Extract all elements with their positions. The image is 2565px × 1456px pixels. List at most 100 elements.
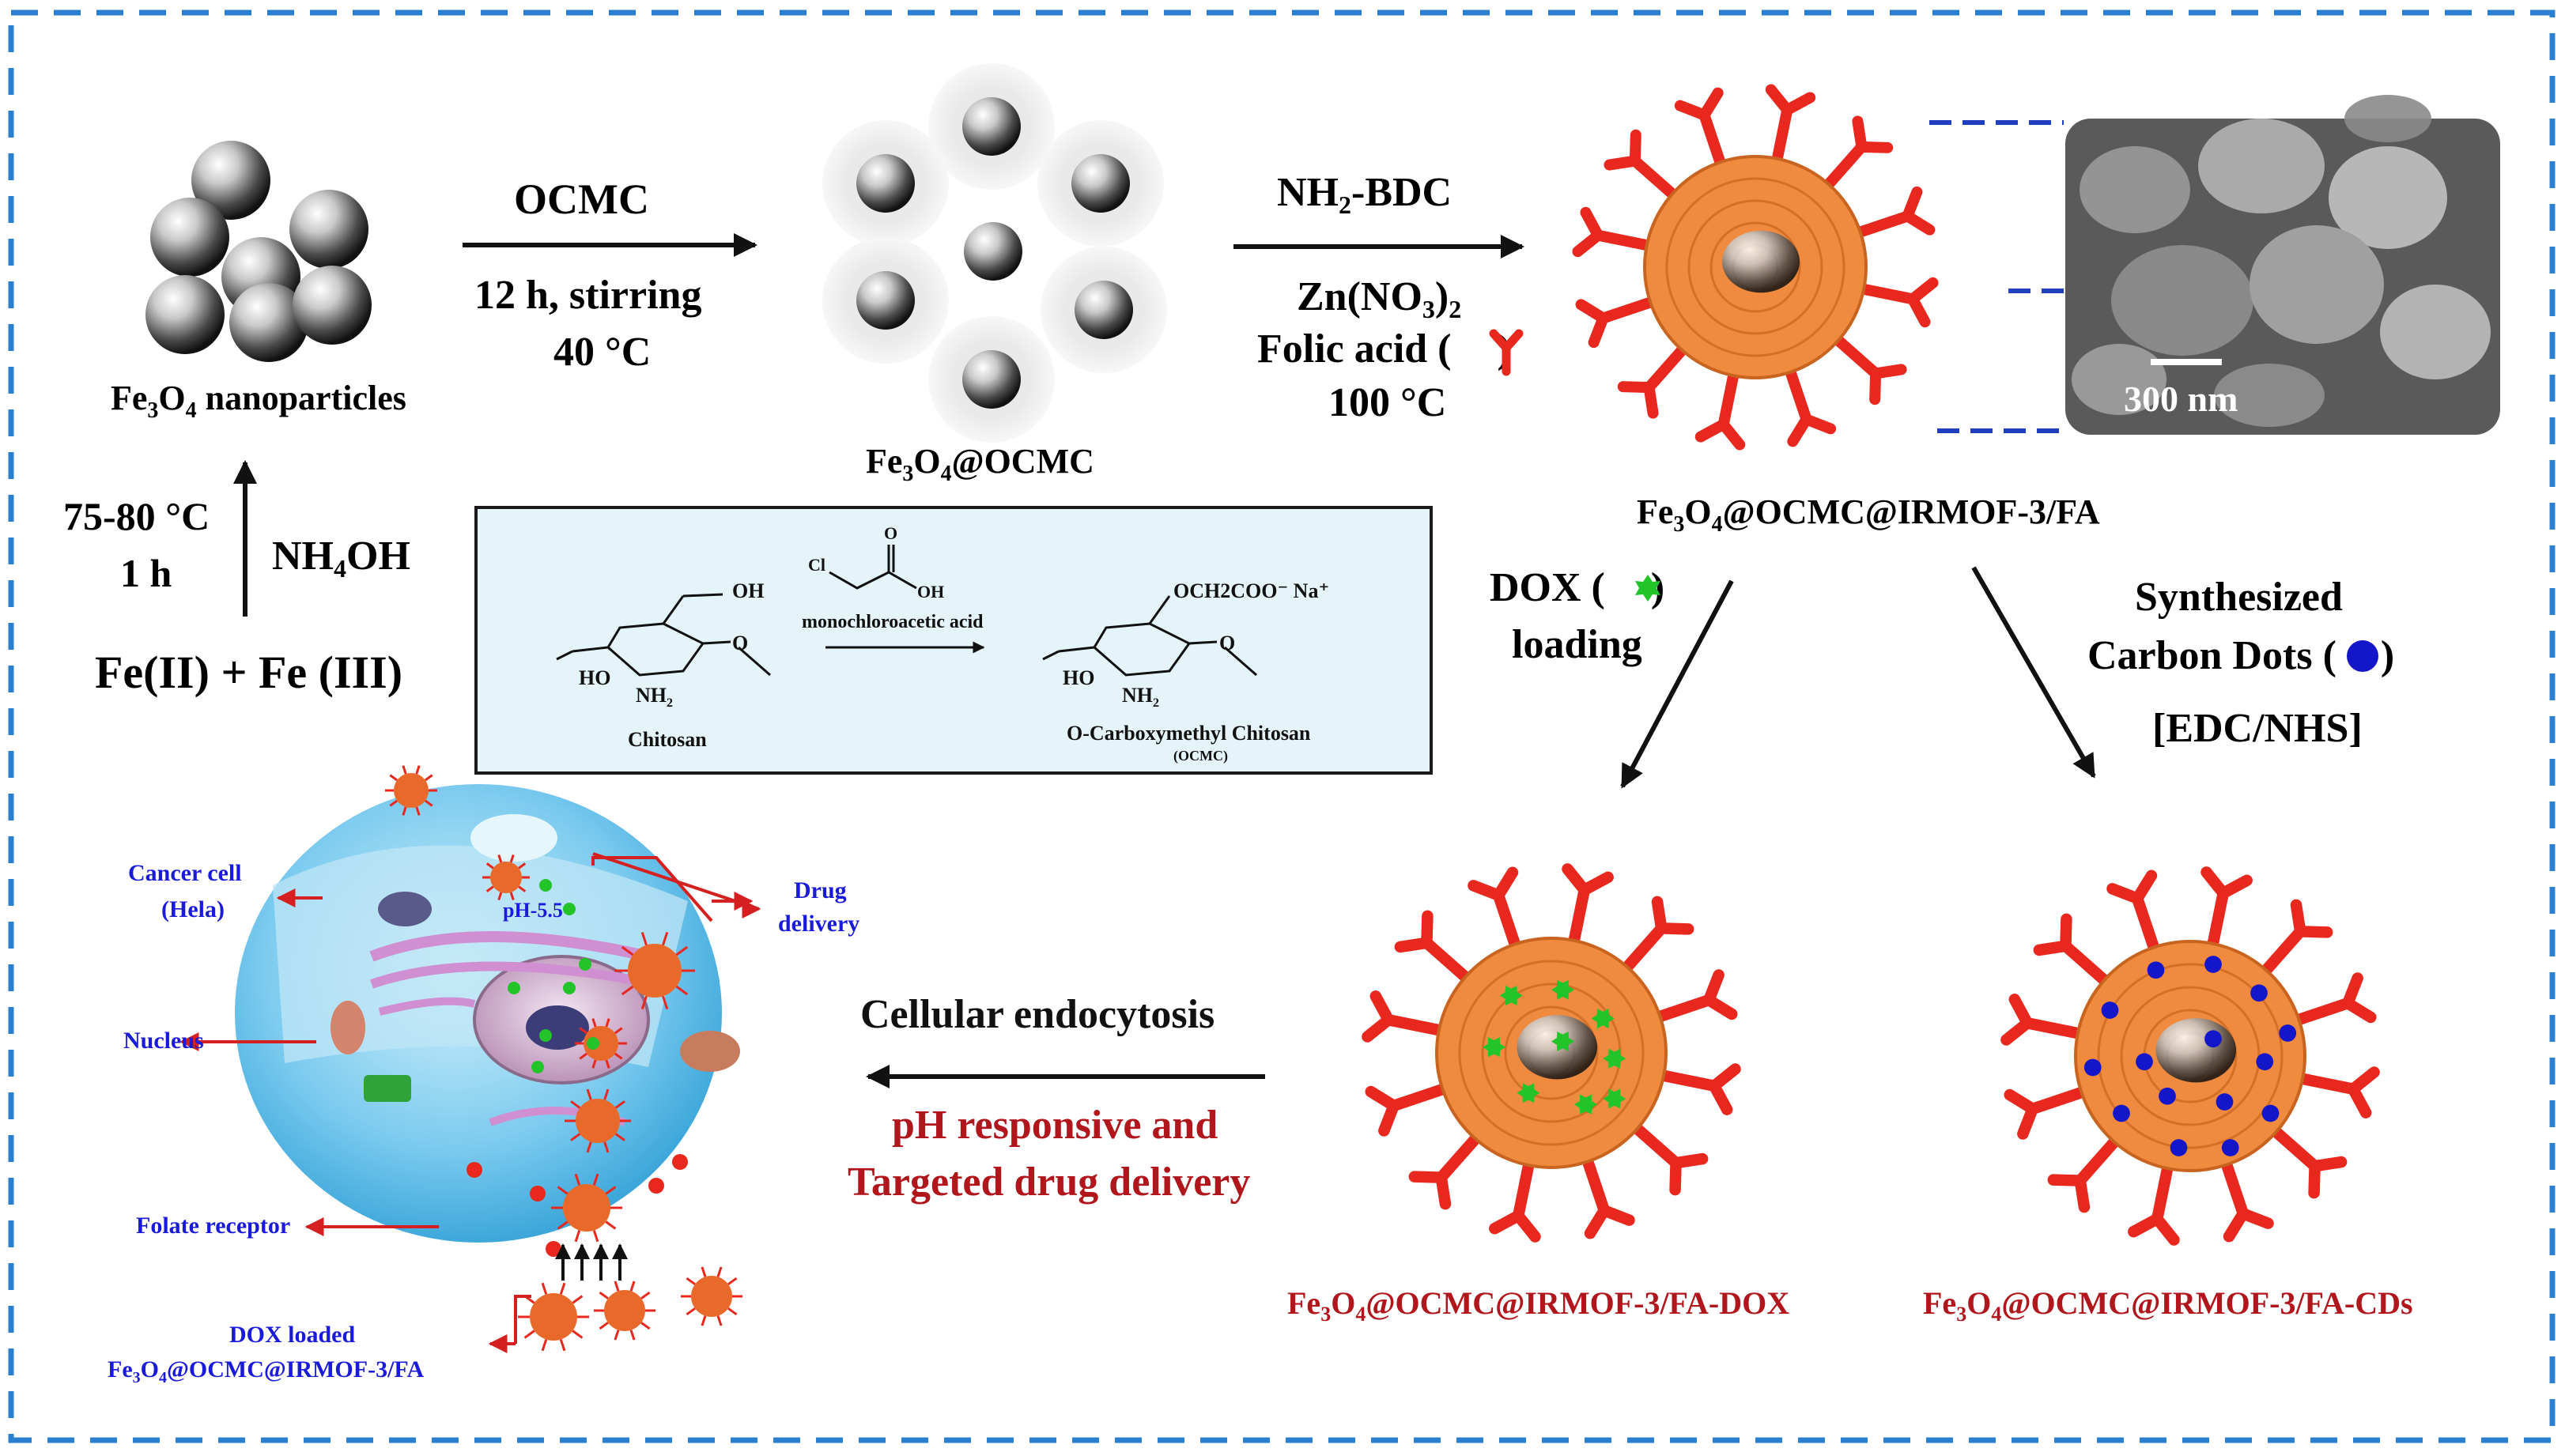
- ocmc-ring-oxygen: O: [1219, 632, 1235, 654]
- folic-acid-arm: [1512, 1209, 1541, 1243]
- ocmc-name: O-Carboxymethyl Chitosan: [1067, 722, 1311, 745]
- released-dox: [539, 1029, 552, 1042]
- released-dox: [531, 1061, 544, 1073]
- cancer-cell-illustration: [235, 784, 740, 1243]
- cell-particle-arm: [415, 806, 421, 816]
- carbon-dot: [2170, 1139, 2188, 1156]
- cell-particle: [576, 1099, 620, 1143]
- folic-acid-arm: [2342, 972, 2363, 1009]
- folic-acid-icon: [1489, 329, 1524, 376]
- dox-molecule: [1603, 1088, 1626, 1109]
- mof-temp: 100 °C: [1328, 380, 1446, 425]
- folate-receptor-label: Folate receptor: [136, 1213, 290, 1239]
- cell-particle-arm: [579, 1052, 588, 1060]
- folic-acid-arm: [1800, 413, 1837, 435]
- cell-particle-arm: [599, 1291, 609, 1299]
- folic-acid-arm: [1421, 937, 1476, 987]
- folic-acid-arm: [1703, 969, 1724, 1006]
- folic-acid-arm: [2027, 1084, 2093, 1115]
- cell-particle-arm: [727, 1277, 738, 1285]
- carbon-dot: [2256, 1053, 2274, 1071]
- cell-particle: [563, 1184, 610, 1232]
- folic-acid-arm: [2200, 866, 2230, 900]
- cell-particle-arm: [424, 774, 433, 782]
- fe3o4-ocmc-label: Fe3O4@OCMC: [866, 442, 1094, 486]
- mof-particle-dox: [1362, 863, 1741, 1243]
- folic-acid-arm: [1852, 115, 1868, 153]
- delivery-bottom-label-2: Targeted drug delivery: [848, 1160, 1250, 1205]
- chitosan-ho-label: HO: [579, 666, 610, 689]
- folic-acid-arm: [2151, 1156, 2174, 1225]
- reagent-o-label: O: [884, 523, 897, 543]
- folic-acid-arm: [1597, 295, 1661, 324]
- folic-acid-arm: [1828, 331, 1882, 379]
- cell-particle-arm: [586, 1088, 592, 1100]
- folic-acid-arm: [2017, 1103, 2038, 1140]
- folate-receptor-dot: [648, 1178, 664, 1194]
- cell-particle-arm: [572, 1295, 584, 1304]
- reagent-name: monochloroacetic acid: [802, 612, 984, 632]
- cancer-cell-label: Cancer cell: [128, 860, 242, 886]
- cell-particle-arm: [640, 1291, 651, 1299]
- folic-acid-arm: [1765, 84, 1793, 116]
- folic-acid-arm: [1698, 109, 1728, 173]
- folic-acid-arm: [1849, 210, 1913, 240]
- mof-particle-fa: [1572, 84, 1939, 451]
- folic-acid-arm: [2219, 1153, 2250, 1220]
- folic-acid-arm: [1580, 1150, 1611, 1216]
- cell-particle-arm: [701, 1315, 707, 1326]
- mof-core: [1722, 230, 1800, 293]
- chloroacetic-acid-structure: [829, 545, 917, 590]
- cell-particle-arm: [485, 862, 494, 869]
- dox-molecule: [1483, 1037, 1505, 1058]
- folic-acid-arm: [1435, 1171, 1452, 1210]
- cell-particle-arm: [572, 1330, 584, 1339]
- ocmc-condition-time: 12 h, stirring: [474, 273, 701, 318]
- cell-particle-arm: [557, 1186, 569, 1195]
- carbon-dot-icon: [2347, 640, 2378, 672]
- chitosan-name: Chitosan: [628, 728, 707, 751]
- dox-molecule: [1551, 1031, 1574, 1052]
- drug-delivery-label-2: delivery: [778, 911, 859, 937]
- folic-acid-arm: [1512, 1153, 1536, 1222]
- chitosan-nh2-label: NH2: [636, 684, 673, 710]
- folic-acid-arm: [1643, 340, 1691, 394]
- folic-acid-arm: [1770, 104, 1793, 170]
- folic-acid-arm: [2291, 1072, 2359, 1096]
- mof-reagent-nh2bdc: NH2-BDC: [1277, 170, 1452, 219]
- nucleus-label: Nucleus: [123, 1028, 204, 1054]
- folic-acid-arm: [1717, 364, 1740, 430]
- cell-particle-arm: [640, 932, 648, 946]
- carbon-dot: [2279, 1024, 2297, 1042]
- folic-acid-arm: [1562, 863, 1591, 896]
- folate-receptor-dot: [546, 1241, 561, 1257]
- cell-particle-arm: [621, 945, 634, 956]
- cell-particle-arm: [389, 774, 399, 782]
- cell-particle: [394, 773, 429, 808]
- cell-particle-arm: [402, 806, 407, 816]
- folic-acid-arm: [2287, 997, 2354, 1028]
- carbon-dot: [2261, 1104, 2280, 1122]
- folic-acid-arm: [1626, 1118, 1682, 1169]
- cell-particle: [530, 1293, 577, 1341]
- folic-acid-arm: [1674, 100, 1710, 121]
- folate-receptor-dot: [530, 1186, 546, 1201]
- folate-receptor-dot: [672, 1154, 688, 1170]
- cell-particle-arm: [603, 1141, 610, 1153]
- folate-receptor-dot: [467, 1162, 482, 1178]
- cell-particle-arm: [701, 1266, 707, 1277]
- cell-particle-arm: [509, 854, 515, 863]
- cd-arrow: [1971, 566, 2096, 779]
- folic-acid-arm: [1388, 1081, 1454, 1112]
- ocmc-condition-temp: 40 °C: [553, 330, 651, 375]
- cell-particle-arm: [605, 1186, 617, 1195]
- cell-particle-arm: [591, 1018, 597, 1028]
- cd-label-2: Carbon Dots (): [2087, 633, 2394, 678]
- folic-acid-arm: [2131, 892, 2162, 959]
- folic-acid-arm: [1468, 880, 1505, 901]
- mof-reagent-zinc: Zn(NO3)2: [1297, 274, 1461, 323]
- cell-particle-arm: [592, 1173, 599, 1186]
- cell-particle-arm: [402, 765, 407, 775]
